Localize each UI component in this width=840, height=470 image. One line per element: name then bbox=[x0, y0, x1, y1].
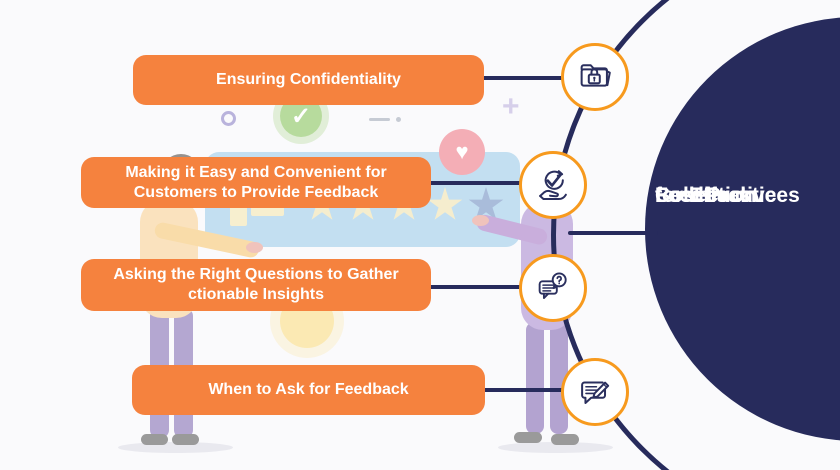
connector-line bbox=[470, 76, 605, 80]
hand-checkmark-icon bbox=[519, 151, 587, 219]
right-person-leg bbox=[526, 322, 544, 434]
ground-shadow bbox=[498, 442, 613, 453]
ground-shadow bbox=[118, 442, 233, 453]
folder-lock-icon bbox=[561, 43, 629, 111]
label-ensuring-confidentiality: Ensuring Confidentiality bbox=[133, 55, 484, 105]
dash-decoration bbox=[369, 118, 390, 121]
plus-icon: + bbox=[502, 90, 520, 123]
label-when-to-ask: When to Ask for Feedback bbox=[132, 365, 485, 415]
page-title-line: for Effective bbox=[655, 184, 777, 207]
connector-line bbox=[470, 388, 605, 392]
left-person-shoe bbox=[172, 434, 199, 445]
sticky-note bbox=[230, 205, 247, 226]
connector-line bbox=[420, 181, 560, 185]
connector-line bbox=[568, 231, 658, 235]
page-title-line: Feedback bbox=[655, 184, 752, 207]
heart-icon: ♥ bbox=[439, 129, 485, 175]
connector-arc bbox=[551, 0, 840, 470]
left-person-shoe bbox=[141, 434, 168, 445]
connector-line bbox=[420, 285, 560, 289]
page-title-line: Best Practices bbox=[655, 184, 800, 207]
right-person-shoe bbox=[551, 434, 579, 445]
dot-decoration bbox=[396, 117, 401, 122]
chat-question-icon bbox=[519, 254, 587, 322]
right-person-shoe bbox=[514, 432, 542, 443]
chat-edit-icon bbox=[561, 358, 629, 426]
label-asking-right-questions: Asking the Right Questions to Gather cti… bbox=[81, 259, 431, 311]
handshake-hands bbox=[246, 242, 263, 253]
label-making-it-easy: Making it Easy and Convenient for Custom… bbox=[81, 157, 431, 208]
right-person-hand bbox=[472, 215, 489, 226]
circle-outline-decoration bbox=[221, 111, 236, 126]
page-title-line: Collection bbox=[655, 184, 757, 207]
